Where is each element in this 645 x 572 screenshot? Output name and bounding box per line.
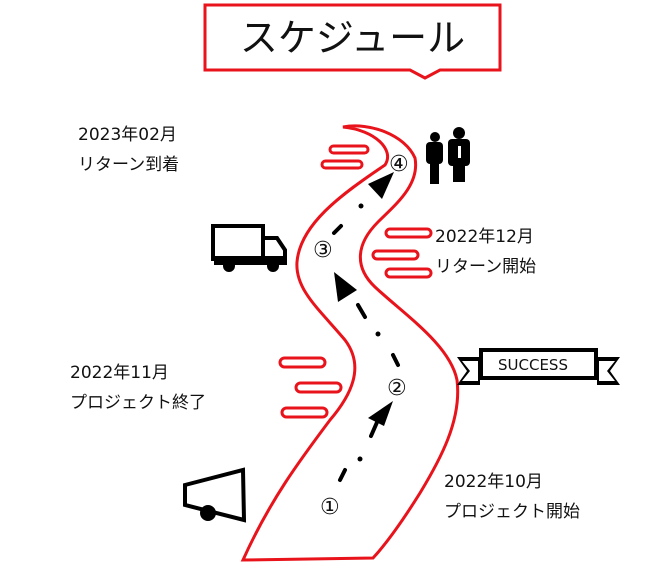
milestone-label-1: 2022年10月 プロジェクト開始 xyxy=(444,467,580,527)
milestone-event: プロジェクト開始 xyxy=(444,502,580,522)
milestone-number-1: ① xyxy=(320,495,340,520)
title-box xyxy=(203,3,502,80)
milestone-event: リターン到着 xyxy=(78,155,180,175)
route-dots xyxy=(357,203,381,462)
page-title: スケジュール xyxy=(239,16,466,60)
milestone-number-3: ③ xyxy=(313,238,333,263)
megaphone-icon xyxy=(183,467,247,523)
road xyxy=(240,124,460,562)
milestone-date: 2022年10月 xyxy=(444,472,543,492)
milestone-number-4: ④ xyxy=(389,152,409,177)
milestone-event: プロジェクト終了 xyxy=(70,393,206,413)
milestone-date: 2022年11月 xyxy=(70,363,169,383)
speed-lines xyxy=(278,144,433,419)
route-arrowheads xyxy=(334,172,394,426)
people-icon xyxy=(426,127,470,184)
milestone-event: リターン開始 xyxy=(435,257,537,277)
milestone-number-2: ② xyxy=(387,376,407,401)
milestone-date: 2023年02月 xyxy=(78,125,177,145)
milestone-label-2: 2022年11月 プロジェクト終了 xyxy=(70,358,206,418)
milestone-label-3: 2022年12月 リターン開始 xyxy=(435,222,536,282)
milestone-label-4: 2023年02月 リターン到着 xyxy=(78,120,179,180)
truck-icon xyxy=(211,224,287,272)
route-line xyxy=(332,224,400,482)
milestone-date: 2022年12月 xyxy=(435,227,534,247)
success-banner xyxy=(457,348,620,385)
